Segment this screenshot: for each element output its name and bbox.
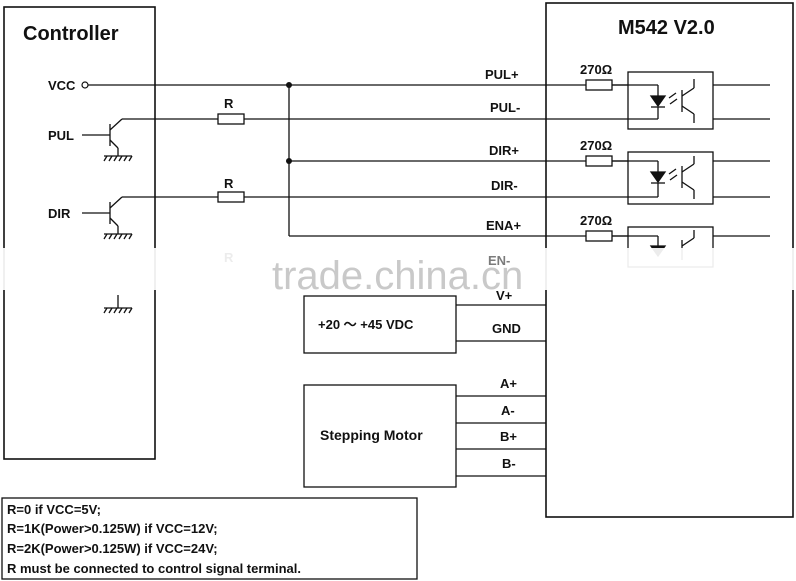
stepping-motor-label: Stepping Motor bbox=[320, 427, 423, 443]
note-line-3: R=2K(Power>0.125W) if VCC=24V; bbox=[7, 541, 218, 556]
motor-b-minus-label: B- bbox=[502, 456, 516, 471]
optocoupler-1 bbox=[612, 71, 714, 130]
note-line-1: R=0 if VCC=5V; bbox=[7, 502, 101, 517]
opto-resistor-3 bbox=[585, 230, 613, 242]
ena-transistor bbox=[103, 295, 133, 314]
opto-resistor-1 bbox=[585, 79, 613, 91]
watermark-band bbox=[0, 248, 796, 290]
resistor-r1-label: R bbox=[224, 96, 234, 111]
power-supply-box bbox=[303, 295, 457, 354]
ena-minus-label: EN- bbox=[488, 253, 510, 268]
driver-title: M542 V2.0 bbox=[618, 17, 715, 39]
motor-b-plus-label: B+ bbox=[500, 429, 517, 444]
ena-plus-label: ENA+ bbox=[486, 218, 521, 233]
dir-plus-label: DIR+ bbox=[489, 143, 519, 158]
vcc-terminal bbox=[81, 81, 89, 89]
vcc-label: VCC bbox=[48, 78, 76, 93]
watermark-text: trade.china.cn bbox=[272, 254, 523, 298]
resistor-r1 bbox=[217, 113, 245, 125]
pul-transistor bbox=[82, 118, 218, 162]
pul-minus-label: PUL- bbox=[490, 100, 520, 115]
opto-resistor-3-label: 270Ω bbox=[580, 213, 612, 228]
vdc-plus-label: V+ bbox=[496, 288, 513, 303]
junction-dot-1 bbox=[286, 82, 292, 88]
resistor-r2 bbox=[217, 191, 245, 203]
dir-label: DIR bbox=[48, 206, 71, 221]
controller-box bbox=[3, 6, 156, 460]
notes-box bbox=[1, 497, 418, 580]
opto-resistor-2 bbox=[585, 155, 613, 167]
dir-minus-label: DIR- bbox=[491, 178, 518, 193]
dir-transistor bbox=[82, 196, 218, 240]
pul-plus-label: PUL+ bbox=[485, 67, 519, 82]
resistor-r2-label: R bbox=[224, 176, 234, 191]
opto-resistor-2-label: 270Ω bbox=[580, 138, 612, 153]
motor-a-minus-label: A- bbox=[501, 403, 515, 418]
opto-resistor-1-label: 270Ω bbox=[580, 62, 612, 77]
note-line-4: R must be connected to control signal te… bbox=[7, 561, 301, 576]
gnd-label: GND bbox=[492, 321, 521, 336]
motor-a-plus-label: A+ bbox=[500, 376, 517, 391]
stepping-motor-box bbox=[303, 384, 457, 488]
pul-label: PUL bbox=[48, 128, 74, 143]
optocoupler-2 bbox=[612, 151, 714, 205]
note-line-2: R=1K(Power>0.125W) if VCC=12V; bbox=[7, 521, 218, 536]
controller-title: Controller bbox=[23, 23, 119, 45]
power-supply-label: +20 ～ +45 VDC bbox=[318, 317, 414, 332]
